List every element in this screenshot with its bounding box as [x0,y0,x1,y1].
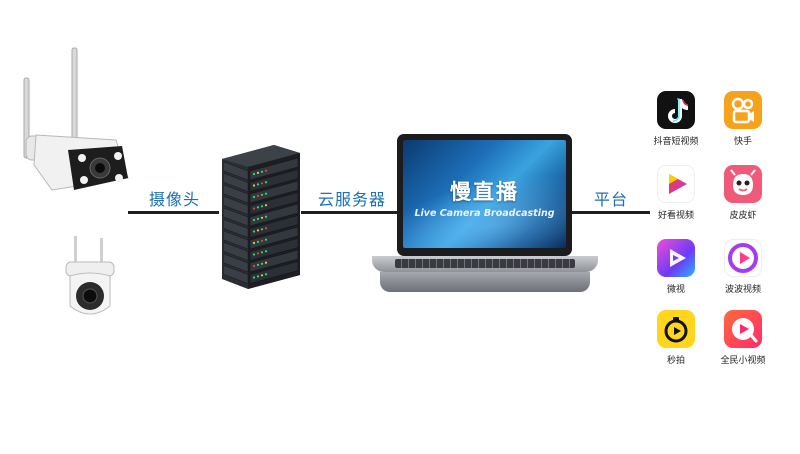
laptop-screen-frame: 慢直播 Live Camera Broadcasting [397,134,572,256]
app-label: 好看视频 [657,211,694,221]
app-label: 快手 [733,137,752,147]
pipixia-icon [724,165,762,203]
douyin-icon [657,91,695,129]
server-rack [218,143,302,289]
app-label: 全民小视频 [720,356,766,366]
app-douyin[interactable]: 抖音短视频 [643,91,709,147]
app-label: 微视 [666,285,685,295]
app-label: 皮皮虾 [729,211,757,221]
weishi-icon [657,239,695,277]
app-label: 秒拍 [666,356,685,366]
bobo-icon [724,239,762,277]
quanmin-icon [724,310,762,348]
app-weishi[interactable]: 微视 [643,239,709,295]
app-pipixia[interactable]: 皮皮虾 [710,165,776,221]
bullet-camera [22,40,132,200]
app-haokan[interactable]: 好看视频 [643,165,709,221]
app-miaopai[interactable]: 秒拍 [643,310,709,366]
laptop-keyboard [395,259,575,268]
kuaishou-icon [724,91,762,129]
miaopai-icon [657,310,695,348]
laptop-screen: 慢直播 Live Camera Broadcasting [403,140,566,248]
screen-subtitle: Live Camera Broadcasting [414,208,555,219]
wire-camera-server [128,211,219,214]
wire-laptop-platform [572,211,650,214]
camera-label: 摄像头 [149,190,201,209]
app-quanmin[interactable]: 全民小视频 [710,310,776,366]
app-label: 波波视频 [724,285,761,295]
laptop-bottom [380,272,590,292]
app-kuaishou[interactable]: 快手 [710,91,776,147]
platform-label: 平台 [594,190,629,209]
haokan-icon [657,165,695,203]
app-label: 抖音短视频 [653,137,699,147]
app-bobo[interactable]: 波波视频 [710,239,776,295]
cloud-server-label: 云服务器 [318,190,387,209]
screen-title: 慢直播 [450,180,519,204]
dome-camera [60,236,120,322]
wire-server-laptop [301,211,399,214]
